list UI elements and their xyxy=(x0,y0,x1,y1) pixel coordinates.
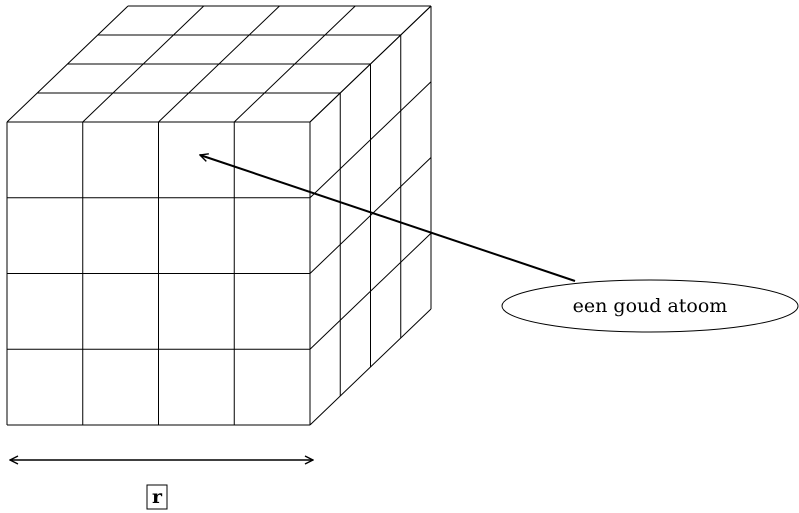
cube-front-face xyxy=(6,121,311,426)
top-grid-line xyxy=(158,5,280,123)
callout-label: een goud atoom xyxy=(573,295,728,317)
side-grid-line xyxy=(309,81,432,199)
pointer-arrow xyxy=(200,155,576,282)
dimension-label-box: r xyxy=(146,484,168,510)
top-grid-line xyxy=(82,5,205,123)
top-grid-line xyxy=(233,5,356,123)
dimension-label: r xyxy=(152,486,163,508)
dimension-label-frame xyxy=(146,484,168,510)
side-grid-line xyxy=(309,232,432,350)
cube-top-face xyxy=(6,5,432,123)
side-grid-line xyxy=(309,308,432,426)
callout: een goud atoom xyxy=(501,279,799,333)
cube-side-face xyxy=(309,5,432,426)
callout-ellipse xyxy=(501,279,799,333)
side-grid-line xyxy=(309,157,432,274)
top-grid-line xyxy=(6,5,129,123)
side-grid-line xyxy=(309,5,432,123)
